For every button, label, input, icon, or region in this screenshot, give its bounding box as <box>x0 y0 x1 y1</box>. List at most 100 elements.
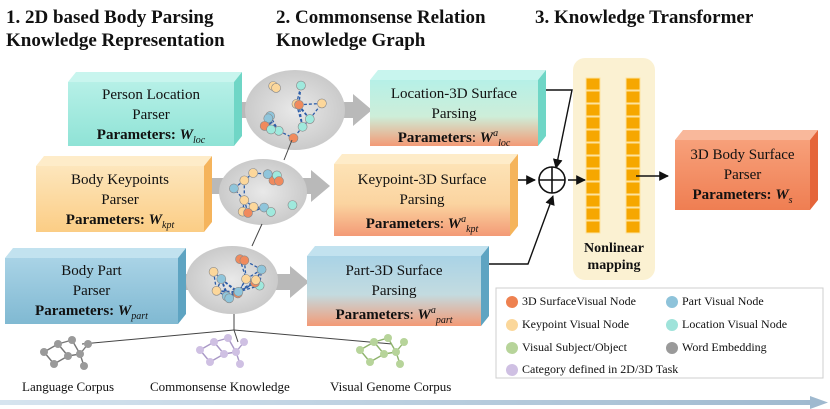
corpus-label-language: Language Corpus <box>22 379 115 394</box>
transformer-cell <box>585 207 601 221</box>
knowledge-graph-loc <box>245 70 345 150</box>
legend-swatch <box>506 342 518 354</box>
transformer-cell <box>625 181 641 195</box>
transformer-cell <box>625 207 641 221</box>
corpus-node <box>76 350 84 358</box>
legend-swatch <box>506 319 518 331</box>
knowledge-graph-kpt <box>219 159 307 225</box>
legend-label-location: Location Visual Node <box>682 317 788 331</box>
corpus-node <box>232 348 240 356</box>
legend-label-subject: Visual Subject/Object <box>522 340 627 354</box>
parser-box-loc <box>68 72 242 146</box>
graph-connectors <box>81 139 393 345</box>
transformer-bar-left <box>585 77 601 234</box>
graph-edge <box>298 104 304 127</box>
transformer-cell <box>585 116 601 130</box>
corpus-node <box>356 346 364 354</box>
surface-box-kpt <box>334 154 518 236</box>
legend-swatch <box>506 364 518 376</box>
transformer-cell <box>585 77 601 91</box>
knowledge-transformer <box>573 58 655 280</box>
corpus-node <box>380 350 388 358</box>
graph-node <box>248 168 258 178</box>
surface-box-part <box>307 246 489 326</box>
transformer-cell <box>625 155 641 169</box>
corpus-node <box>80 362 88 370</box>
corpus-node <box>210 338 218 346</box>
graph-node <box>241 274 251 284</box>
corpus-node <box>68 336 76 344</box>
graph-node <box>287 200 298 210</box>
graph-node <box>266 124 276 135</box>
transformer-cell <box>585 142 601 156</box>
corpus-node <box>64 352 72 360</box>
transformer-cell <box>625 142 641 156</box>
output-box <box>675 130 818 210</box>
graph-node <box>239 175 250 186</box>
transformer-cell <box>625 194 641 208</box>
graph-node <box>266 207 276 217</box>
surface-box-loc <box>370 70 546 146</box>
graph-node <box>229 183 239 194</box>
merge-arrows <box>489 89 669 265</box>
corpus-node <box>206 358 214 366</box>
corpus-node <box>366 358 374 366</box>
legend-box <box>495 287 824 379</box>
graph-node <box>297 121 308 132</box>
corpus-node <box>396 360 404 368</box>
graph-node <box>248 202 259 212</box>
corpus-node <box>84 340 92 348</box>
transformer-cell <box>625 129 641 143</box>
graph-node <box>296 80 306 91</box>
corpus-label-commonsense: Commonsense Knowledge <box>150 379 290 394</box>
legend-label-word-embedding: Word Embedding <box>682 340 767 354</box>
graph-node <box>317 98 327 109</box>
graph-node <box>224 293 235 304</box>
corpus-label-visual-genome: Visual Genome Corpus <box>330 379 452 394</box>
corpus-node <box>40 348 48 356</box>
graph-edge <box>220 278 239 294</box>
transformer-cell <box>585 168 601 182</box>
transformer-bar-right <box>625 77 641 234</box>
corpus-node <box>392 348 400 356</box>
transformer-cell <box>585 103 601 117</box>
graph-node <box>304 114 315 124</box>
parser-box-part <box>5 248 186 324</box>
transformer-cell <box>585 155 601 169</box>
corpus-node <box>370 338 378 346</box>
transformer-cell <box>625 220 641 234</box>
corpus-node <box>196 346 204 354</box>
graph-node <box>239 195 250 205</box>
corpus-node <box>220 350 228 358</box>
corpus-node <box>240 338 248 346</box>
legend-swatch <box>666 342 678 354</box>
transformer-cell <box>625 77 641 91</box>
graph-edge <box>216 290 239 293</box>
graph-node <box>274 176 284 186</box>
transformer-cell <box>625 116 641 130</box>
legend-swatches <box>506 296 678 376</box>
graph-edge <box>238 285 260 293</box>
corpus-node <box>54 340 62 348</box>
graph-node <box>259 202 269 213</box>
graph-node <box>251 275 261 285</box>
graph-node <box>239 255 250 266</box>
transformer-cell <box>585 129 601 143</box>
corpus-node <box>236 360 244 368</box>
corpus-node <box>224 334 232 342</box>
legend-label-category: Category defined in 2D/3D Task <box>522 362 679 376</box>
corpus-node <box>400 338 408 346</box>
visual-genome-graph <box>356 334 408 368</box>
legend-swatch <box>666 319 678 331</box>
graph-node <box>288 133 299 143</box>
